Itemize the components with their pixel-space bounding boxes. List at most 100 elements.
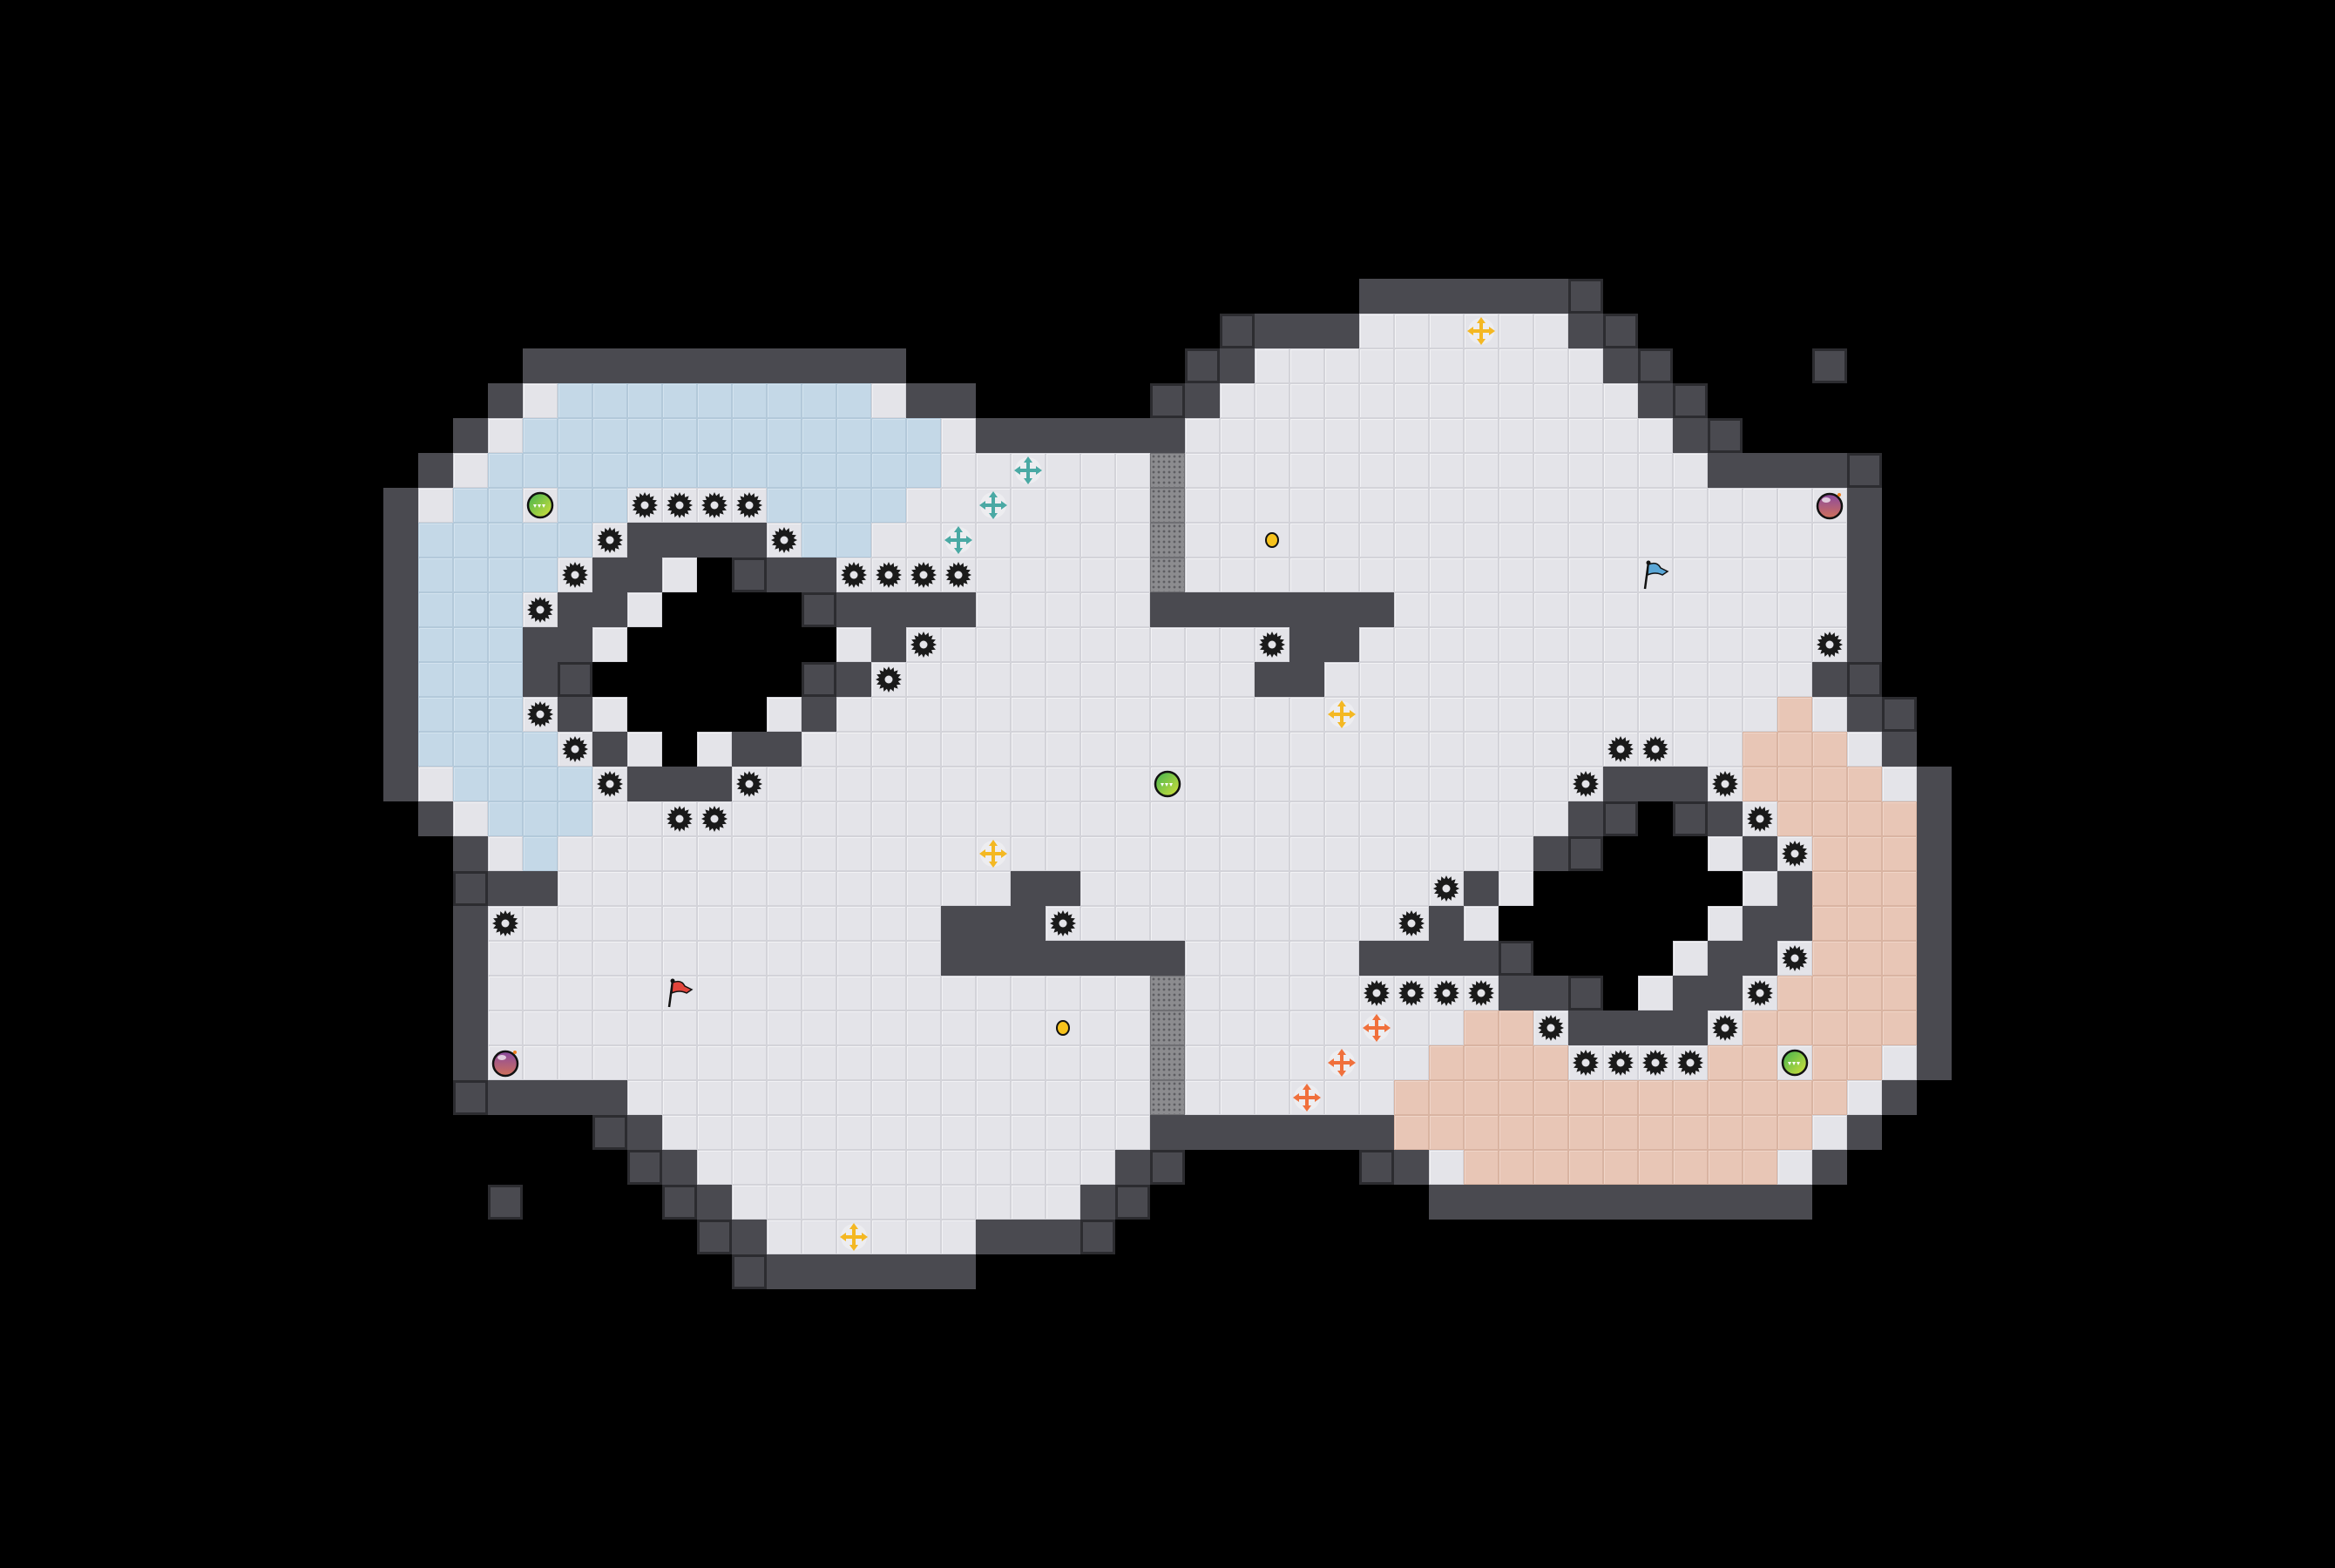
floor-tile bbox=[941, 767, 976, 801]
floor-tile bbox=[767, 941, 802, 976]
blue-zone-tile bbox=[627, 383, 662, 418]
floor-tile bbox=[1777, 488, 1812, 523]
floor-tile bbox=[627, 592, 662, 627]
floor-tile bbox=[1359, 453, 1394, 488]
floor-tile bbox=[1429, 1150, 1464, 1185]
blue-zone-tile bbox=[836, 523, 871, 558]
floor-tile bbox=[1429, 453, 1464, 488]
wall-tile bbox=[1743, 453, 1777, 488]
wall-tile bbox=[1324, 627, 1359, 662]
floor-tile bbox=[627, 801, 662, 836]
floor-tile bbox=[1011, 1010, 1046, 1045]
floor-tile bbox=[1603, 418, 1638, 453]
floor-tile bbox=[1847, 732, 1882, 767]
wall-tile bbox=[697, 1220, 732, 1254]
wall-tile bbox=[1185, 592, 1220, 627]
floor-tile bbox=[767, 697, 802, 732]
blue-zone-tile bbox=[453, 558, 488, 592]
floor-tile bbox=[1255, 801, 1289, 836]
floor-tile bbox=[1080, 1010, 1115, 1045]
gear-spike-icon bbox=[1568, 1045, 1603, 1080]
wall-tile bbox=[1882, 732, 1917, 767]
blue-zone-tile bbox=[836, 383, 871, 418]
wall-tile bbox=[802, 558, 836, 592]
floor-tile bbox=[1324, 558, 1359, 592]
wall-tile bbox=[383, 523, 418, 558]
blue-zone-tile bbox=[418, 627, 453, 662]
floor-tile bbox=[627, 941, 662, 976]
floor-tile bbox=[1812, 592, 1847, 627]
floor-tile bbox=[1429, 732, 1464, 767]
floor-tile bbox=[732, 1045, 767, 1080]
orange-zone-tile bbox=[1603, 1080, 1638, 1115]
floor-tile bbox=[1394, 871, 1429, 906]
blue-zone-tile bbox=[906, 418, 941, 453]
wall-tile bbox=[453, 1010, 488, 1045]
floor-tile bbox=[1638, 697, 1673, 732]
orange-zone-tile bbox=[1812, 1045, 1847, 1080]
wall-tile bbox=[941, 1254, 976, 1289]
wall-tile bbox=[941, 906, 976, 941]
wall-tile bbox=[976, 418, 1011, 453]
floor-tile bbox=[418, 767, 453, 801]
floor-tile bbox=[627, 732, 662, 767]
wall-tile bbox=[767, 732, 802, 767]
orange-zone-tile bbox=[1638, 1115, 1673, 1150]
floor-tile bbox=[1046, 976, 1080, 1010]
gear-spike-icon bbox=[662, 488, 697, 523]
wall-tile bbox=[697, 767, 732, 801]
wall-tile bbox=[732, 523, 767, 558]
floor-tile bbox=[906, 871, 941, 906]
wall-tile bbox=[1708, 453, 1743, 488]
floor-tile bbox=[697, 941, 732, 976]
orange-zone-tile bbox=[1812, 1010, 1847, 1045]
blue-zone-tile bbox=[662, 453, 697, 488]
floor-tile bbox=[906, 488, 941, 523]
floor-tile bbox=[1289, 488, 1324, 523]
wall-tile bbox=[1220, 314, 1255, 348]
floor-tile bbox=[767, 1080, 802, 1115]
floor-tile bbox=[836, 871, 871, 906]
wall-tile bbox=[523, 871, 558, 906]
floor-tile bbox=[1185, 1010, 1220, 1045]
floor-tile bbox=[488, 941, 523, 976]
orange-zone-tile bbox=[1638, 1080, 1673, 1115]
floor-tile bbox=[1011, 1045, 1046, 1080]
wall-tile bbox=[592, 1115, 627, 1150]
orange-zone-tile bbox=[1533, 1150, 1568, 1185]
floor-tile bbox=[941, 1150, 976, 1185]
floor-tile bbox=[941, 1115, 976, 1150]
blue-zone-tile bbox=[558, 801, 592, 836]
floor-tile bbox=[1673, 732, 1708, 767]
floor-tile bbox=[941, 453, 976, 488]
orange-zone-tile bbox=[1812, 941, 1847, 976]
floor-tile bbox=[1499, 348, 1533, 383]
wall-tile bbox=[976, 906, 1011, 941]
floor-tile bbox=[697, 1010, 732, 1045]
floor-tile bbox=[1638, 976, 1673, 1010]
floor-tile bbox=[1046, 801, 1080, 836]
floor-tile bbox=[523, 906, 558, 941]
floor-tile bbox=[906, 1010, 941, 1045]
floor-tile bbox=[1046, 592, 1080, 627]
wall-tile bbox=[523, 348, 558, 383]
floor-tile bbox=[1220, 941, 1255, 976]
wall-tile bbox=[453, 906, 488, 941]
floor-tile bbox=[1847, 1080, 1882, 1115]
floor-tile bbox=[1046, 697, 1080, 732]
floor-tile bbox=[1464, 697, 1499, 732]
gear-spike-icon bbox=[592, 523, 627, 558]
floor-tile bbox=[453, 453, 488, 488]
wall-tile bbox=[1289, 627, 1324, 662]
floor-tile bbox=[941, 871, 976, 906]
wall-tile bbox=[627, 1115, 662, 1150]
floor-tile bbox=[1568, 592, 1603, 627]
wall-tile bbox=[1603, 1010, 1638, 1045]
orange-zone-tile bbox=[1847, 871, 1882, 906]
floor-tile bbox=[1777, 662, 1812, 697]
floor-tile bbox=[1011, 592, 1046, 627]
floor-tile bbox=[1289, 1010, 1324, 1045]
floor-tile bbox=[1743, 871, 1777, 906]
floor-tile bbox=[1080, 871, 1115, 906]
orange-zone-tile bbox=[1464, 1080, 1499, 1115]
